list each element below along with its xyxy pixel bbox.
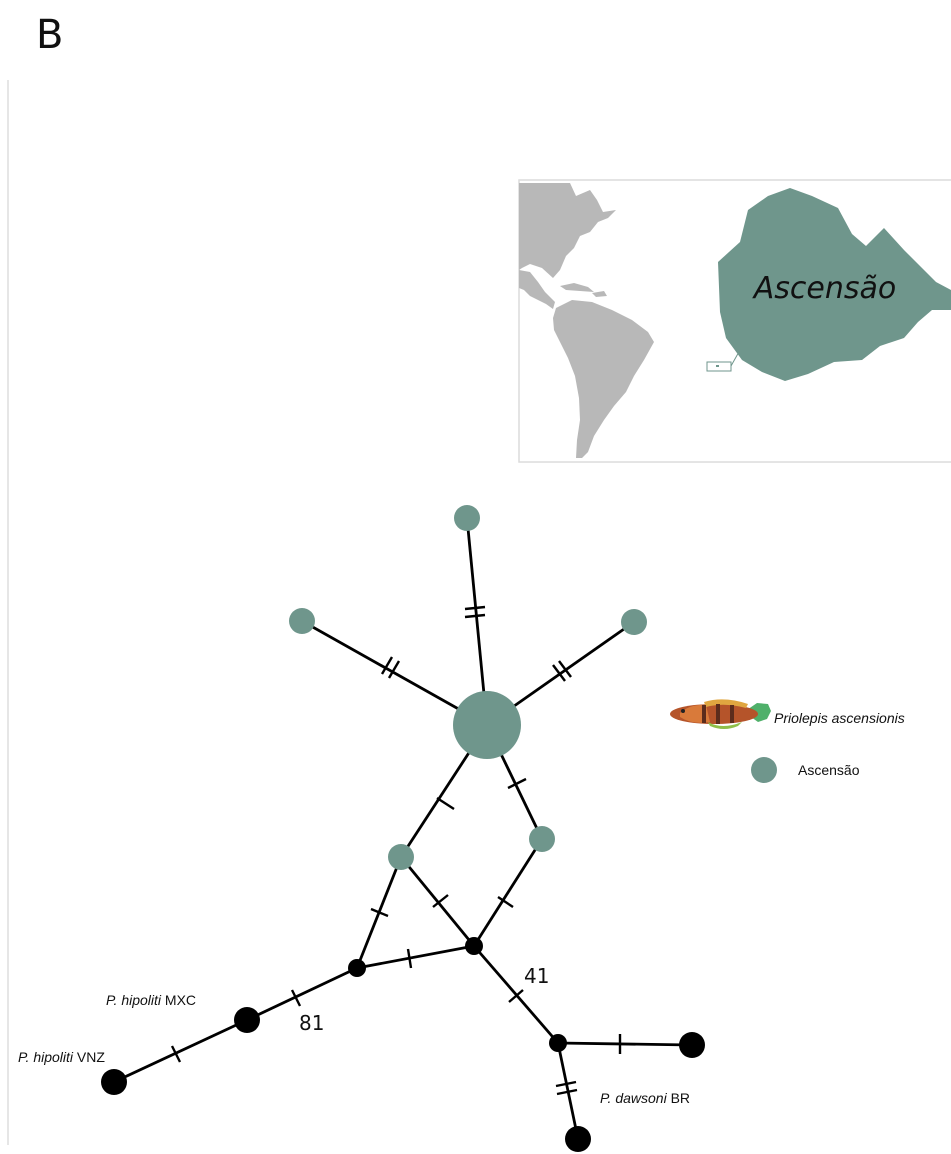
- haplotype-node-outgroup: [679, 1032, 705, 1058]
- tick: [170, 1045, 182, 1063]
- haplotype-node-ascensao: [529, 826, 555, 852]
- haplotype-network: [113, 517, 693, 1140]
- ascension-locator-dot: [716, 365, 719, 367]
- median-vector-node: [348, 959, 366, 977]
- median-vector-node: [465, 937, 483, 955]
- north-america-land: [519, 183, 616, 278]
- haplotype-nodes: [101, 505, 705, 1152]
- tick: [555, 1080, 577, 1088]
- label-site: MXC: [165, 992, 196, 1008]
- legend: Priolepis ascensionis Ascensão: [670, 699, 905, 783]
- tick: [497, 896, 514, 908]
- tick: [508, 989, 524, 1003]
- label-dawsoni-br: P. dawsoni BR: [600, 1090, 690, 1106]
- legend-ascensao-swatch: [751, 757, 777, 783]
- label-site: VNZ: [77, 1049, 105, 1065]
- tick: [290, 989, 302, 1007]
- tick: [436, 796, 455, 811]
- haplotype-node-ascensao: [289, 608, 315, 634]
- ascension-locator-box: [706, 361, 732, 372]
- inset-map: Ascensão: [518, 179, 951, 463]
- label-hipoliti-vnz: P. hipoliti VNZ: [18, 1049, 105, 1065]
- step-count-41: 41: [524, 964, 549, 988]
- tick: [507, 777, 527, 790]
- edge-midright-junction2: [472, 838, 544, 947]
- cuba-land: [560, 283, 594, 292]
- ascensao-map-label: Ascensão: [752, 271, 897, 306]
- panel-label: B: [36, 12, 63, 58]
- label-species: P. hipoliti: [106, 992, 162, 1008]
- label-species: P. dawsoni: [600, 1090, 668, 1106]
- haplotype-node-dawsoni-br: [565, 1126, 591, 1152]
- median-vector-node: [549, 1034, 567, 1052]
- tick: [380, 656, 394, 675]
- haplotype-node-hipoliti-vnz: [101, 1069, 127, 1095]
- haplotype-node-ascensao: [388, 844, 414, 870]
- label-site: BR: [671, 1090, 690, 1106]
- tick: [558, 660, 572, 678]
- edge-hub-top: [465, 517, 489, 726]
- legend-species-name: Priolepis ascensionis: [774, 710, 905, 726]
- label-hipoliti-mxc: P. hipoliti MXC: [106, 992, 196, 1008]
- tick: [387, 660, 401, 679]
- haplotype-node-ascensao: [454, 505, 480, 531]
- mutation-ticks: [170, 605, 622, 1096]
- tick: [406, 948, 413, 969]
- central-america-land: [519, 270, 555, 309]
- tick: [370, 907, 389, 918]
- south-america-land: [553, 300, 654, 458]
- haplotype-node-ascensao: [621, 609, 647, 635]
- edge-junction1-mxc: [246, 966, 358, 1022]
- edge-hub-left: [301, 619, 488, 727]
- edge-midleft-junction2: [399, 856, 476, 947]
- fish-illustration: [670, 699, 771, 729]
- label-species: P. hipoliti: [18, 1049, 74, 1065]
- edge-junction3-east: [557, 1041, 693, 1047]
- legend-ascensao-label: Ascensão: [798, 762, 860, 778]
- tick: [432, 894, 449, 908]
- tick: [552, 664, 566, 682]
- edge-mxc-vnz: [113, 1018, 248, 1084]
- edge-junction1-junction2: [356, 944, 475, 970]
- haplotype-node-ascensao-hub: [453, 691, 521, 759]
- hispaniola-land: [592, 291, 607, 297]
- tick: [556, 1088, 578, 1096]
- tick: [464, 605, 486, 611]
- haplotype-node-hipoliti-mxc: [234, 1007, 260, 1033]
- ascensao-island-shape: [718, 188, 951, 381]
- tick: [464, 613, 486, 619]
- step-count-81: 81: [299, 1011, 324, 1035]
